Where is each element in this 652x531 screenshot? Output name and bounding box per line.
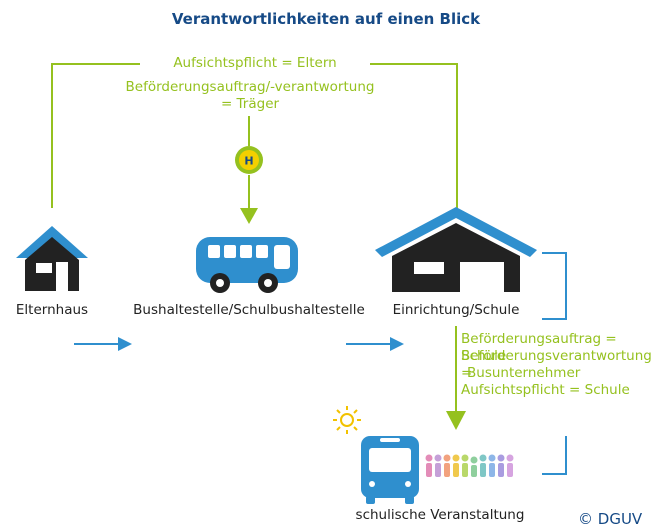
label-school-event: schulische Veranstaltung [355, 507, 525, 523]
home-icon [16, 226, 88, 291]
connector-home [51, 63, 168, 208]
school-responsibility-line2: Beförderungsverantwortung = [461, 348, 652, 381]
arrow-busstop-to-school [346, 337, 404, 351]
arrow-down-event [446, 411, 466, 430]
children-group-icon [425, 454, 514, 477]
school-responsibility-line1: Beförderungsauftrag = Schule [461, 331, 617, 364]
bracket-school [542, 252, 567, 320]
arrow-home-to-busstop [74, 337, 132, 351]
bus-icon [196, 237, 298, 293]
bus-stop-sign-icon [235, 146, 263, 174]
diagram-title: Verantwortlichkeiten auf einen Blick [171, 10, 481, 28]
label-school: Einrichtung/Schule [392, 302, 520, 318]
label-home: Elternhaus [15, 302, 89, 318]
school-icon [375, 207, 537, 292]
connector-school [352, 63, 458, 208]
top-connector-lines [51, 63, 458, 210]
label-bus-stop: Bushaltestelle/Schulbushaltestelle [133, 302, 365, 318]
top-responsibility-line2: Beförderungsauftrag/-verantwortung [125, 79, 375, 95]
school-responsibility-line3: Busunternehmer [467, 365, 581, 381]
bracket-event [542, 436, 567, 475]
sun-icon [333, 406, 361, 434]
arrow-down-bus-stop [240, 208, 258, 224]
top-responsibility-line3: = Träger [220, 96, 280, 112]
school-responsibility-line4: Aufsichtspflicht = Schule [461, 382, 630, 398]
copyright-mark: © DGUV [578, 510, 643, 528]
school-bus-front-icon [361, 436, 419, 504]
top-responsibility-line1: Aufsichtspflicht = Eltern [140, 55, 370, 72]
bus-stop-sign-label: H [244, 155, 253, 168]
